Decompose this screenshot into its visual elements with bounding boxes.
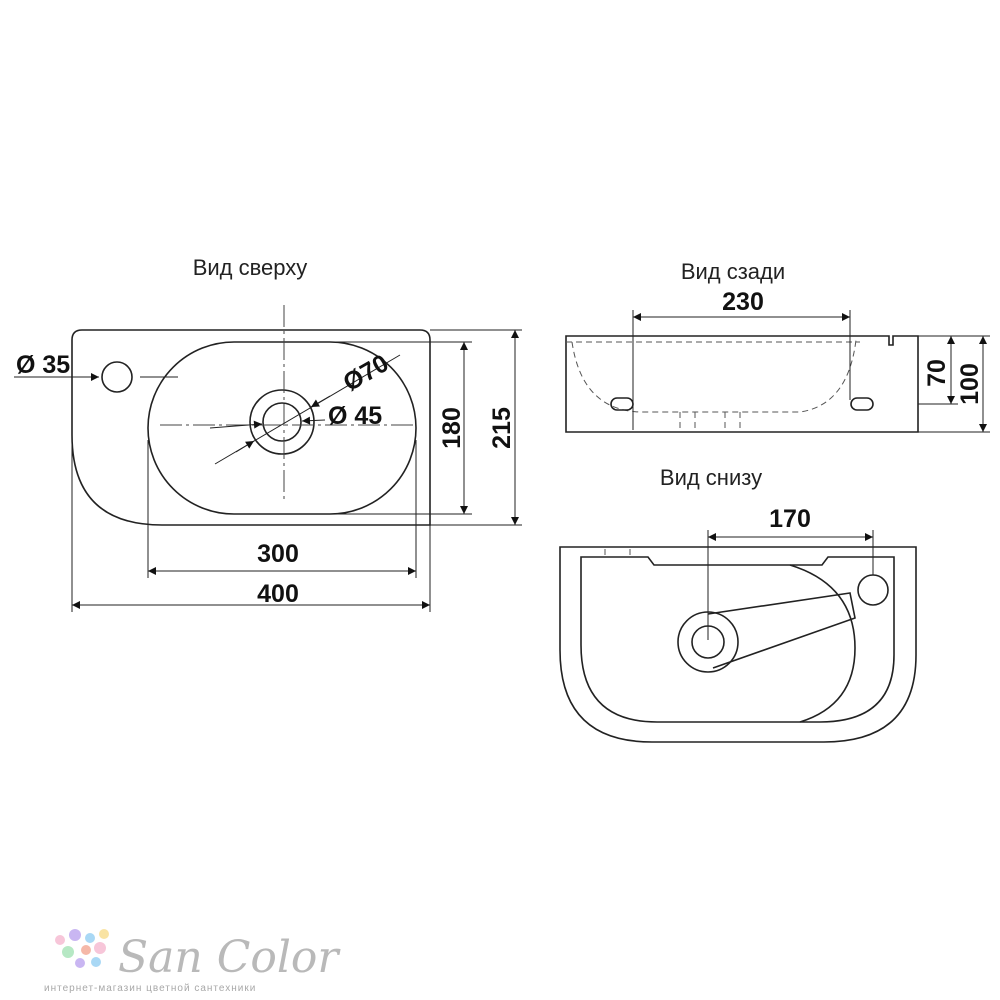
brand-dot (91, 957, 101, 967)
dim-bottom-offset: 170 (769, 505, 811, 533)
dim-back-width: 230 (722, 288, 764, 316)
bottom-drain-pipe (707, 592, 856, 669)
top-view: Вид сверху Ø 35 Ø70 Ø 45 300 (14, 255, 522, 612)
back-slot-left (610, 397, 634, 411)
dim-bowl-width: 300 (257, 540, 299, 568)
dim-arrow-outlet-outer-a (235, 440, 255, 453)
dim-overall-depth: 215 (488, 407, 516, 449)
dim-arrow-outlet-outer-b (310, 395, 331, 408)
bottom-view: Вид снизу 170 (559, 465, 917, 743)
back-view-title: Вид сзади (681, 259, 785, 284)
dim-overall-width: 400 (257, 580, 299, 608)
back-bowl-hidden (571, 339, 857, 413)
dim-arrow-outlet-inner-b (301, 416, 326, 425)
top-bowl-outline (147, 341, 417, 515)
brand-dot (85, 933, 95, 943)
brand-dot (99, 929, 109, 939)
back-outline (565, 335, 919, 433)
drain-outer (249, 389, 315, 455)
brand-dots (55, 929, 109, 968)
dim-arrow-outlet-inner-a (209, 420, 263, 429)
bottom-tap-hole (857, 574, 889, 606)
dim-outlet-outer: Ø70 (339, 349, 394, 397)
brand-dot (69, 929, 81, 941)
brand-dot (62, 946, 74, 958)
dim-tap-hole: Ø 35 (16, 351, 70, 379)
brand-dot (81, 945, 91, 955)
brand-tagline: интернет-магазин цветной сантехники (44, 983, 256, 994)
brand-dot (94, 942, 106, 954)
brand-logo: San Color интернет-магазин цветной санте… (44, 929, 341, 994)
brand-dot (75, 958, 85, 968)
bottom-outer-outline (559, 546, 917, 743)
dim-back-bowl-height: 70 (923, 359, 951, 387)
back-view: Вид сзади 230 70 100 (565, 259, 990, 433)
drain-inner (262, 402, 302, 442)
bottom-bowl-arc (789, 564, 856, 723)
brand-dot (55, 935, 65, 945)
tap-hole (101, 361, 133, 393)
back-slot-right (850, 397, 874, 411)
bottom-view-title: Вид снизу (660, 465, 762, 490)
top-basin-outline (71, 329, 431, 526)
dim-outlet-inner: Ø 45 (328, 402, 382, 430)
brand-name: San Color (118, 932, 341, 983)
bottom-inner-outline (580, 556, 895, 723)
dim-back-total-height: 100 (956, 363, 984, 405)
top-view-title: Вид сверху (193, 255, 308, 280)
dim-bowl-depth: 180 (438, 407, 466, 449)
